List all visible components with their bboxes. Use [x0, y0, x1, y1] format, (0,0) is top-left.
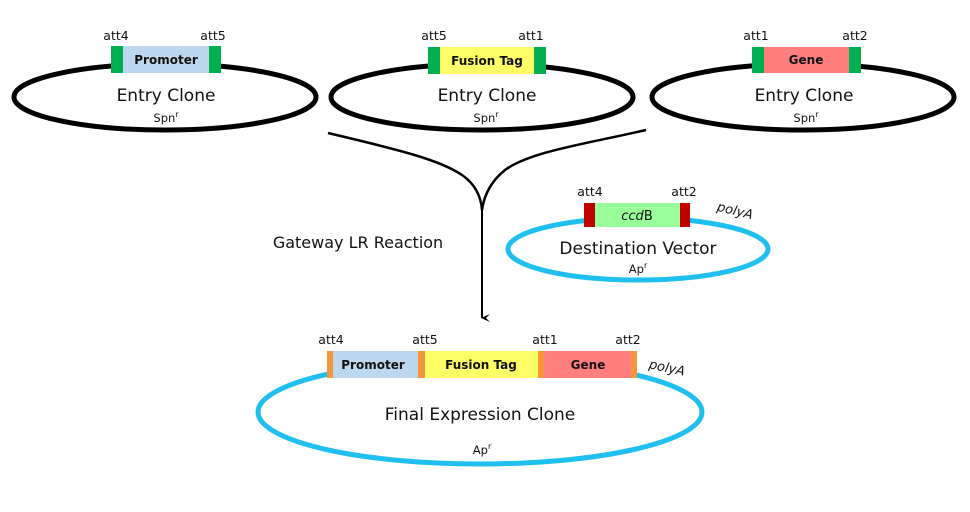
entry-clone-2-segment-label: Fusion Tag [451, 54, 523, 68]
entry-clone-1-att-right-label: att5 [200, 28, 225, 43]
entry-clone-3-title: Entry Clone [755, 86, 854, 106]
marker-name: Ap [473, 443, 488, 457]
marker-name: Ap [629, 262, 644, 276]
entry-clone-2-att-right-label: att1 [518, 28, 543, 43]
marker-superscript: r [815, 110, 819, 119]
entry-clone-2-title: Entry Clone [438, 86, 537, 106]
destination-vector-marker: Apr [629, 261, 648, 276]
final-clone-title: Final Expression Clone [385, 405, 576, 425]
entry-clone-3-segment-label: Gene [789, 53, 824, 67]
final-clone-att1-site [538, 351, 544, 378]
entry-clone-3-att-left-label: att1 [743, 28, 768, 43]
final-clone-polya: polyA [647, 357, 687, 379]
marker-superscript: r [495, 110, 499, 119]
final-clone-att2-site [631, 351, 637, 378]
marker-name: Spn [153, 111, 175, 125]
entry-clone-2-att-right [534, 47, 546, 74]
marker-name: Spn [473, 111, 495, 125]
entry-clone-2-att-left [428, 47, 440, 74]
final-clone-att4-site [327, 351, 333, 378]
entry-clone-1-att-right [209, 46, 221, 73]
entry-clone-3-att-right-label: att2 [842, 28, 867, 43]
destination-vector-att-left [584, 203, 595, 227]
final-expression-clone: Promoter Fusion Tag Gene att4 att5 att1 … [255, 332, 705, 467]
destination-vector-att-left-label: att4 [577, 184, 602, 199]
final-clone-att-label-1: att4 [318, 332, 343, 347]
final-clone-att-label-4: att2 [615, 332, 640, 347]
destination-vector-segment-label: ccdB [621, 209, 652, 224]
merge-arrow-right [480, 128, 647, 211]
final-clone-promoter-label: Promoter [341, 358, 405, 372]
reaction-label: Gateway LR Reaction [273, 233, 443, 252]
entry-clone-1-att-left [111, 46, 123, 73]
entry-clone-1-att-left-label: att4 [103, 28, 128, 43]
marker-name: Spn [793, 111, 815, 125]
destination-vector-polya: polyA [714, 200, 754, 224]
final-clone-segment-promoter [327, 351, 420, 378]
marker-superscript: r [644, 261, 648, 270]
final-clone-att-label-2: att5 [412, 332, 437, 347]
entry-clone-1-segment-label: Promoter [134, 53, 198, 67]
final-clone-fusion-tag-label: Fusion Tag [445, 358, 517, 372]
merge-arrow-left [327, 131, 484, 211]
marker-superscript: r [175, 110, 179, 119]
destination-vector-att-right-label: att2 [671, 184, 696, 199]
final-clone-gene-label: Gene [571, 358, 606, 372]
final-clone-att-label-3: att1 [532, 332, 557, 347]
entry-clone-3-att-right [849, 47, 861, 73]
marker-superscript: r [488, 442, 492, 451]
entry-clone-3-att-left [752, 47, 764, 73]
destination-vector-segment [584, 203, 690, 227]
final-clone-segment-fusion-tag [420, 351, 540, 378]
destination-vector: ccdB att4 att2 polyA Destination Vector … [505, 184, 771, 283]
destination-vector-title: Destination Vector [559, 239, 716, 259]
entry-clone-2-marker: Spnr [473, 110, 499, 125]
ccdb-italic: ccd [621, 209, 644, 224]
entry-clone-1: Promoter att4 att5 Entry Clone Spnr [11, 28, 319, 133]
reaction-arrows: Gateway LR Reaction [273, 128, 647, 322]
entry-clone-2-att-left-label: att5 [421, 28, 446, 43]
entry-clone-2-segment [428, 47, 546, 74]
destination-vector-att-right [680, 203, 690, 227]
entry-clone-3-marker: Spnr [793, 110, 819, 125]
entry-clone-1-marker: Spnr [153, 110, 179, 125]
ccdb-plain: B [644, 209, 653, 224]
entry-clone-3: Gene att1 att2 Entry Clone Spnr [649, 28, 957, 133]
final-clone-marker: Apr [473, 442, 492, 457]
entry-clone-3-segment [752, 47, 861, 73]
entry-clone-1-title: Entry Clone [117, 86, 216, 106]
final-clone-att5-site [418, 351, 425, 378]
entry-clone-2: Fusion Tag att5 att1 Entry Clone Spnr [328, 28, 636, 133]
entry-clone-1-segment [111, 46, 221, 73]
final-clone-segment-gene [540, 351, 637, 378]
